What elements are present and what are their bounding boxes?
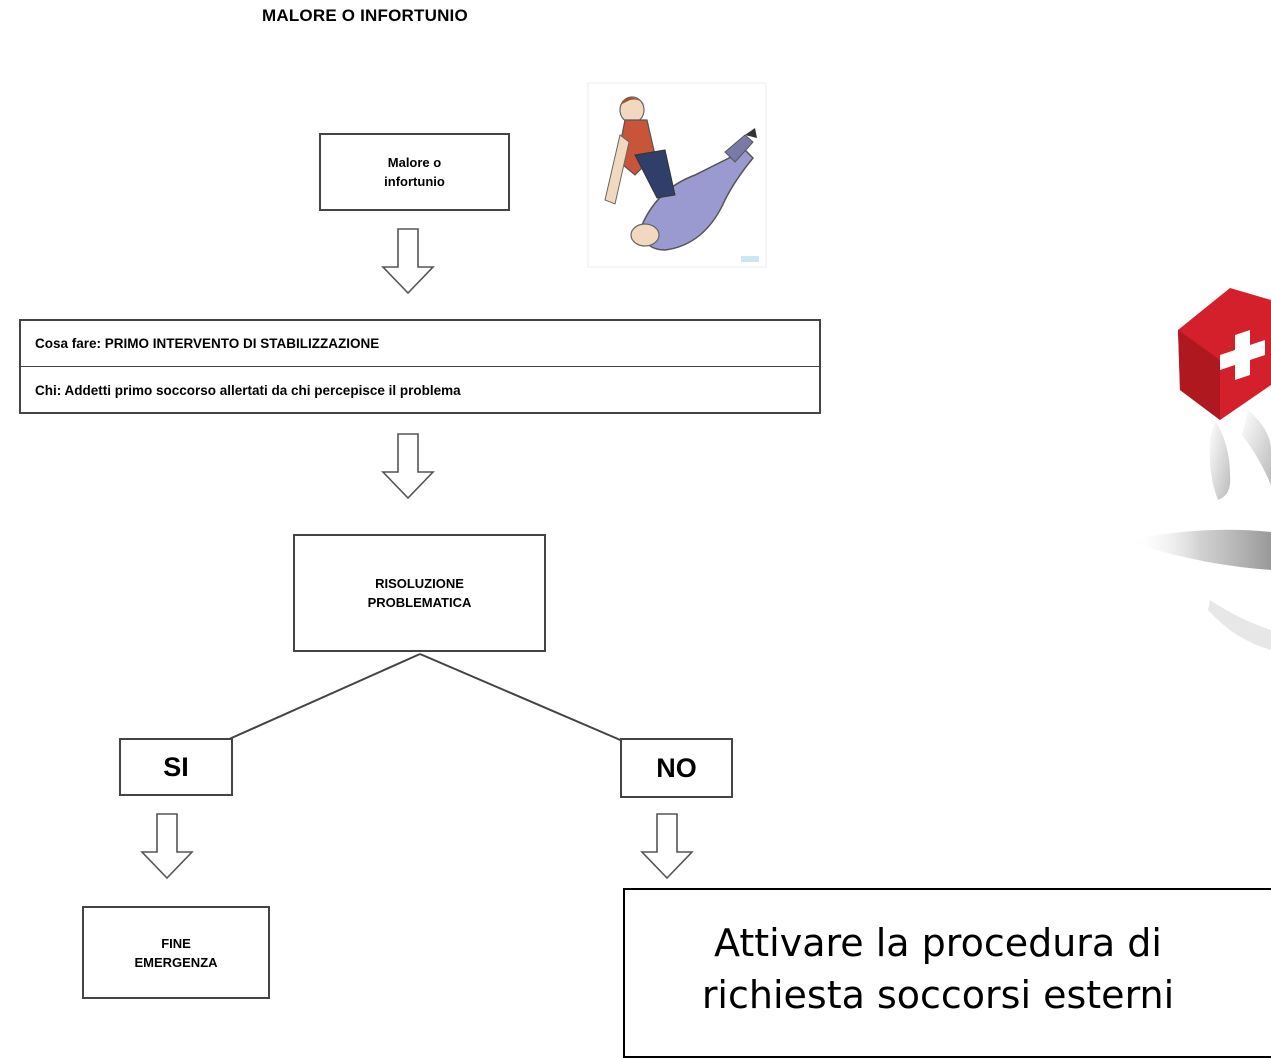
start-node-label: Malore o infortunio xyxy=(384,155,445,189)
no-node: NO xyxy=(620,738,733,798)
action-who: Chi: Addetti primo soccorso allertati da… xyxy=(35,382,461,398)
down-arrow-icon xyxy=(381,433,435,500)
end-node-label: FINE EMERGENZA xyxy=(134,935,218,970)
yes-node-label: SI xyxy=(163,751,189,782)
external-help-box: Attivare la procedura di richiesta socco… xyxy=(623,888,1271,1058)
yes-node: SI xyxy=(119,738,233,796)
cpr-first-aid-illustration xyxy=(587,82,767,268)
down-arrow-icon xyxy=(381,228,435,295)
yes-branch-line xyxy=(226,653,421,741)
decision-node: RISOLUZIONE PROBLEMATICA xyxy=(293,534,546,652)
no-node-label: NO xyxy=(656,752,697,783)
no-branch-line xyxy=(419,653,626,743)
decision-node-label: RISOLUZIONE PROBLEMATICA xyxy=(367,576,472,610)
action-what: Cosa fare: PRIMO INTERVENTO DI STABILIZZ… xyxy=(21,321,819,367)
start-node: Malore o infortunio xyxy=(319,133,510,211)
down-arrow-icon xyxy=(640,813,694,880)
end-node: FINE EMERGENZA xyxy=(82,906,270,999)
page-title: MALORE O INFORTUNIO xyxy=(262,6,468,25)
swiss-cross-first-aid-icon xyxy=(1130,288,1271,650)
down-arrow-icon xyxy=(140,813,194,880)
action-table: Cosa fare: PRIMO INTERVENTO DI STABILIZZ… xyxy=(19,319,821,414)
